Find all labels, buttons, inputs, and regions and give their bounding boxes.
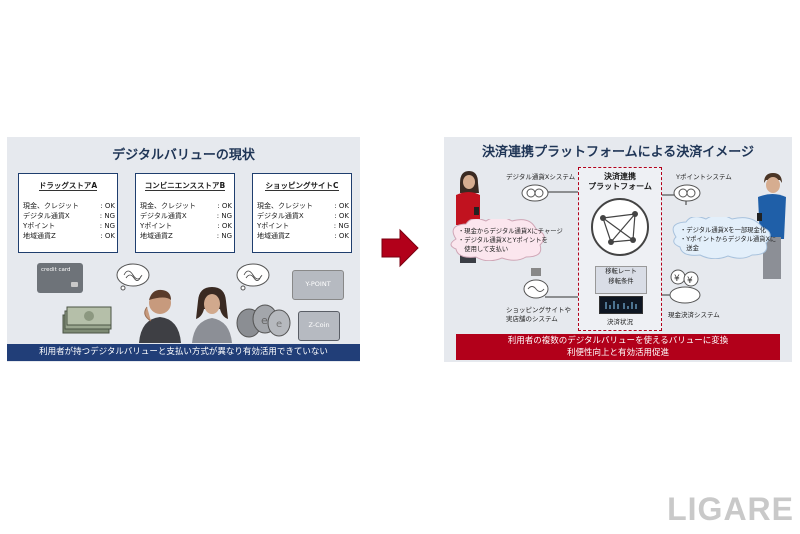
payment-row: Yポイント: NG: [23, 222, 115, 230]
status-label: 決済状況: [607, 318, 633, 326]
right-panel-title: 決済連携プラットフォームによる決済イメージ: [482, 145, 754, 160]
svg-text:¥: ¥: [674, 274, 680, 284]
problem-banner: 利用者が持つデジタルバリューと支払い方式が異なり有効活用できていない: [7, 344, 360, 361]
cash-icon: [62, 306, 112, 334]
left-panel-title: デジタルバリューの現状: [112, 148, 255, 163]
y-point-system-icon: [673, 184, 701, 202]
payment-row: デジタル通貨X: NG: [140, 212, 232, 220]
shop-system-icon: [523, 268, 549, 299]
thought-bubble-icon: [116, 263, 150, 291]
right-cloud-text: ・デジタル通貨Xを一部現金化 ・Yポイントからデジタル通貨Xに 送金: [680, 227, 777, 252]
ligare-watermark: LIGARE: [667, 491, 794, 527]
y-point-label: Y-POINT: [305, 280, 331, 288]
coins-icon: e e: [236, 304, 291, 338]
solution-banner: 利用者の複数のデジタルバリューを使えるバリューに変換 利便性向上と有効活用促進: [456, 334, 780, 360]
left-cloud-text: ・現金からデジタル通貨Xにチャージ ・デジタル通貨XとYポイントを 使用して支払…: [458, 228, 563, 253]
current-state-panel: デジタルバリューの現状 ドラッグストアA 現金、クレジット: OK デジタル通貨…: [7, 137, 360, 362]
credit-card-icon: credit card: [37, 263, 83, 293]
store-title: ショッピングサイトC: [265, 181, 339, 191]
cash-system-label: 現金決済システム: [668, 311, 720, 319]
payment-row: デジタル通貨X: NG: [23, 212, 115, 220]
platform-title: 決済連携 プラットフォーム: [588, 172, 652, 191]
digital-x-system-icon: [521, 184, 549, 202]
store-box-drugstore: ドラッグストアA 現金、クレジット: OK デジタル通貨X: NG Yポイント:…: [18, 173, 118, 253]
store-title: ドラッグストアA: [38, 181, 98, 191]
confused-man-icon: [139, 289, 181, 343]
transfer-rate-box: 移転レート 移転条件: [595, 266, 647, 294]
payment-row: 現金、クレジット: OK: [257, 202, 349, 210]
thought-bubble-icon: [236, 263, 270, 291]
digital-x-system-label: デジタル通貨Xシステム: [506, 173, 576, 181]
right-arrow-icon: [381, 228, 419, 268]
payment-row: Yポイント: NG: [257, 222, 349, 230]
store-box-convenience: コンビニエンスストアB 現金、クレジット: OK デジタル通貨X: NG Yポイ…: [135, 173, 235, 253]
payment-row: 現金、クレジット: OK: [140, 202, 232, 210]
payment-row: 地域通貨Z: NG: [140, 232, 232, 240]
payment-row: デジタル通貨X: OK: [257, 212, 349, 220]
payment-row: 地域通貨Z: OK: [257, 232, 349, 240]
platform-image-panel: 決済連携プラットフォームによる決済イメージ デジタル通貨Xシステム Yポイントシ…: [444, 137, 792, 362]
z-coin-card: Z-Coin: [298, 311, 340, 341]
status-monitor-icon: [599, 296, 643, 314]
right-speech-cloud: [672, 217, 771, 259]
confused-woman-icon: [192, 287, 232, 343]
svg-text:¥: ¥: [687, 276, 693, 286]
svg-text:e: e: [276, 319, 282, 330]
credit-card-label: credit card: [41, 267, 71, 273]
payment-row: 地域通貨Z: OK: [23, 232, 115, 240]
shop-system-label: ショッピングサイトや 実店舗のシステム: [506, 306, 571, 323]
man-with-phone-icon: [757, 173, 786, 279]
y-point-system-label: Yポイントシステム: [676, 173, 732, 181]
z-coin-label: Z-Coin: [308, 321, 330, 329]
store-title: コンビニエンスストアB: [144, 181, 226, 191]
payment-row: Yポイント: OK: [140, 222, 232, 230]
left-speech-cloud: [450, 219, 545, 261]
cash-system-icon: ¥ ¥: [669, 269, 701, 304]
payment-row: 現金、クレジット: OK: [23, 202, 115, 210]
network-hub-icon: [591, 198, 649, 256]
svg-text:e: e: [261, 314, 268, 327]
payment-platform-box: 決済連携 プラットフォーム 移転レート 移転条件 決済状況: [578, 167, 662, 331]
y-point-card: Y-POINT: [292, 270, 344, 300]
store-box-shopping-site: ショッピングサイトC 現金、クレジット: OK デジタル通貨X: OK Yポイン…: [252, 173, 352, 253]
